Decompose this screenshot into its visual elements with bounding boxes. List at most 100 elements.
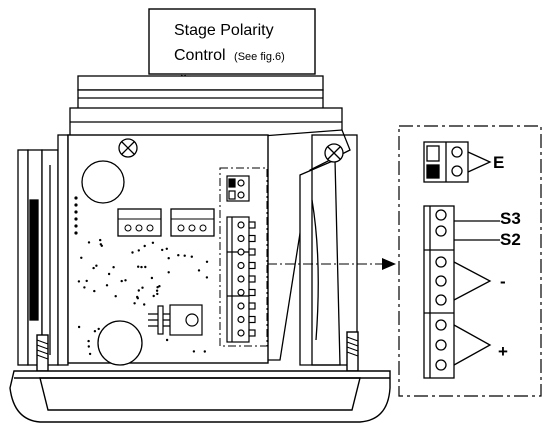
solder-dot xyxy=(97,327,100,331)
callout-figure-note: (See fig.6) xyxy=(234,51,285,63)
stud-right-thread xyxy=(346,336,359,357)
solder-dot xyxy=(150,276,154,280)
screw-right xyxy=(324,143,344,163)
board-strip-tab xyxy=(248,329,256,337)
solder-dot xyxy=(144,265,147,269)
polarity-connector-right xyxy=(170,208,215,237)
solder-dot xyxy=(197,269,201,272)
solder-dot xyxy=(107,272,111,276)
board-strip-tab xyxy=(248,234,256,243)
connector-pin xyxy=(146,224,154,232)
collar-rim xyxy=(77,75,324,91)
board-terminal-e xyxy=(226,175,250,202)
pcb-board xyxy=(67,134,269,366)
side-plate-inner xyxy=(299,159,341,366)
solder-dot xyxy=(85,279,88,283)
solder-dot xyxy=(105,284,109,287)
board-strip-pin xyxy=(237,261,245,270)
led-dot xyxy=(74,231,78,235)
terminal-label-minus: - xyxy=(500,272,506,291)
solder-dot xyxy=(158,285,161,288)
board-strip-pin xyxy=(237,288,245,297)
leader-to-detail xyxy=(267,258,396,270)
stage-polarity-callout: Stage Polarity Control (See fig.6) xyxy=(148,8,316,75)
solder-dot xyxy=(133,302,136,305)
solder-dot xyxy=(156,286,159,289)
polarity-connector-left xyxy=(117,208,162,237)
solder-dot xyxy=(131,251,134,254)
solder-dot xyxy=(167,271,170,274)
collar-body xyxy=(77,89,324,111)
solder-dot xyxy=(137,289,140,292)
screw-left xyxy=(118,138,138,158)
detail-strip-pin xyxy=(435,209,447,221)
leader-arrow-head xyxy=(382,258,396,270)
minus-bracket xyxy=(453,261,492,301)
detail-strip-pin xyxy=(435,359,447,371)
detail-strip-pin xyxy=(435,339,447,351)
solder-dot xyxy=(83,286,86,289)
solder-dot xyxy=(167,257,170,260)
detail-e-tab xyxy=(426,145,440,162)
solder-dot xyxy=(124,279,127,282)
solder-dot xyxy=(93,330,97,333)
e-terminal-pin xyxy=(237,179,245,187)
led-dot xyxy=(74,224,78,228)
connector-body xyxy=(170,208,215,237)
solder-dot xyxy=(92,266,95,270)
solder-dot xyxy=(156,292,159,296)
board-strip-pin xyxy=(237,234,245,243)
solder-dot xyxy=(161,248,164,252)
solder-dot xyxy=(77,325,81,329)
led-dot xyxy=(74,196,78,200)
solder-dot xyxy=(99,238,102,242)
detail-e-pin xyxy=(451,165,463,177)
connector-pin xyxy=(135,224,143,232)
terminal-label-e: E xyxy=(493,153,504,172)
solder-dot xyxy=(177,254,180,257)
terminal-detail-inset: E S3 S2 - + xyxy=(398,125,542,397)
top-collar xyxy=(69,75,343,137)
detail-strip-pin xyxy=(435,256,447,268)
board-strip-tab xyxy=(248,315,256,324)
board-strip-pin xyxy=(237,302,245,310)
side-plate-curve xyxy=(311,199,319,341)
stud-left-thread xyxy=(36,339,49,360)
callout-control-label: Control xyxy=(174,47,226,64)
side-plate-back xyxy=(311,134,358,366)
connector-pin xyxy=(199,224,207,232)
led-dot xyxy=(74,203,78,207)
right-side-plate xyxy=(261,129,358,366)
solder-dot xyxy=(87,339,90,343)
solder-dot xyxy=(77,280,81,283)
detail-terminal-strip xyxy=(423,205,455,379)
terminal-label-s3: S3 xyxy=(500,209,521,228)
led-dot xyxy=(74,210,78,214)
detail-s-leads xyxy=(454,220,500,241)
solder-dot xyxy=(120,279,123,283)
detail-terminal-e xyxy=(423,141,492,183)
solder-dot xyxy=(141,286,144,289)
base-tray xyxy=(9,331,391,423)
connector-pin xyxy=(124,224,132,232)
capacitor-top xyxy=(81,160,125,204)
solder-dot xyxy=(87,345,91,348)
solder-dot xyxy=(165,338,169,342)
regulator-component xyxy=(148,304,203,336)
detail-strip-pin xyxy=(435,319,447,331)
solder-dot xyxy=(151,241,155,244)
solder-dot xyxy=(95,264,98,267)
screw-slot xyxy=(121,141,135,155)
connector-body xyxy=(117,208,162,237)
board-strip-tab xyxy=(248,275,256,283)
connector-pin xyxy=(188,224,196,232)
connector-pin xyxy=(177,224,185,232)
solder-dot xyxy=(183,254,186,257)
solder-dot xyxy=(137,249,140,252)
regulator-hole xyxy=(185,313,199,327)
plus-bracket xyxy=(453,324,492,366)
solder-dot xyxy=(140,265,143,269)
solder-dot xyxy=(203,350,206,353)
tray-inner xyxy=(39,377,361,411)
